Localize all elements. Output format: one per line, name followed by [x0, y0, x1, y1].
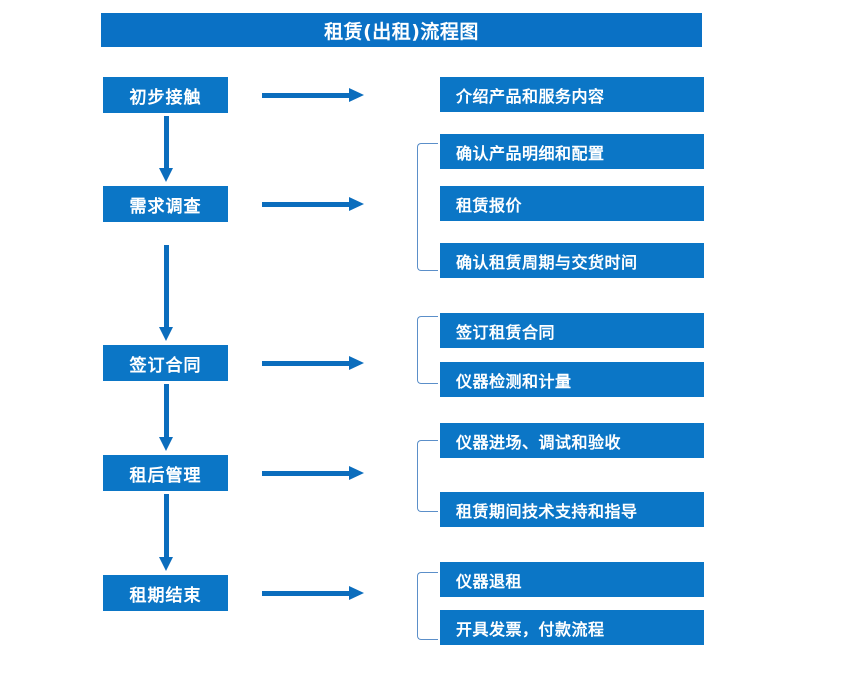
arrow-shaft: [164, 384, 169, 437]
arrow-shaft: [262, 591, 350, 596]
detail-box-technical-support[interactable]: 租赁期间技术支持和指导: [440, 492, 704, 527]
detail-box-confirm-rental-period[interactable]: 确认租赁周期与交货时间: [440, 243, 704, 278]
stage-box-requirement-survey[interactable]: 需求调查: [103, 186, 228, 222]
arrow-shaft: [164, 494, 169, 557]
arrow-head-right-icon: [349, 197, 364, 211]
detail-box-rental-quotation[interactable]: 租赁报价: [440, 186, 704, 221]
group-bracket-post-rental-management: [417, 440, 438, 512]
arrow-shaft: [164, 116, 169, 168]
vertical-arrow-3: [159, 384, 173, 451]
detail-box-instrument-arrival-commissioning[interactable]: 仪器进场、调试和验收: [440, 423, 704, 458]
detail-box-instrument-return[interactable]: 仪器退租: [440, 562, 704, 597]
vertical-arrow-4: [159, 494, 173, 571]
detail-box-sign-rental-contract[interactable]: 签订租赁合同: [440, 313, 704, 348]
arrow-head-down-icon: [159, 168, 173, 182]
group-bracket-lease-end: [417, 572, 438, 640]
group-bracket-requirement-survey: [417, 143, 438, 271]
stage-box-lease-end[interactable]: 租期结束: [103, 575, 228, 611]
stage-box-post-rental-management[interactable]: 租后管理: [103, 455, 228, 491]
arrow-head-right-icon: [349, 586, 364, 600]
arrow-head-down-icon: [159, 557, 173, 571]
arrow-shaft: [262, 202, 350, 207]
horizontal-arrow-1: [262, 88, 364, 102]
arrow-shaft: [164, 245, 169, 327]
arrow-shaft: [262, 361, 350, 366]
stage-box-initial-contact[interactable]: 初步接触: [103, 77, 228, 113]
detail-box-confirm-product-details[interactable]: 确认产品明细和配置: [440, 134, 704, 169]
detail-box-instrument-inspection[interactable]: 仪器检测和计量: [440, 362, 704, 397]
vertical-arrow-2: [159, 245, 173, 341]
detail-box-introduce-products[interactable]: 介绍产品和服务内容: [440, 77, 704, 112]
vertical-arrow-1: [159, 116, 173, 182]
horizontal-arrow-2: [262, 197, 364, 211]
arrow-head-right-icon: [349, 356, 364, 370]
arrow-shaft: [262, 93, 350, 98]
diagram-title: 租赁(出租)流程图: [101, 13, 702, 47]
arrow-head-down-icon: [159, 327, 173, 341]
stage-box-sign-contract[interactable]: 签订合同: [103, 345, 228, 381]
horizontal-arrow-5: [262, 586, 364, 600]
detail-box-invoice-payment[interactable]: 开具发票，付款流程: [440, 610, 704, 645]
arrow-head-down-icon: [159, 437, 173, 451]
horizontal-arrow-3: [262, 356, 364, 370]
arrow-shaft: [262, 471, 350, 476]
arrow-head-right-icon: [349, 88, 364, 102]
arrow-head-right-icon: [349, 466, 364, 480]
group-bracket-sign-contract: [417, 316, 438, 384]
horizontal-arrow-4: [262, 466, 364, 480]
